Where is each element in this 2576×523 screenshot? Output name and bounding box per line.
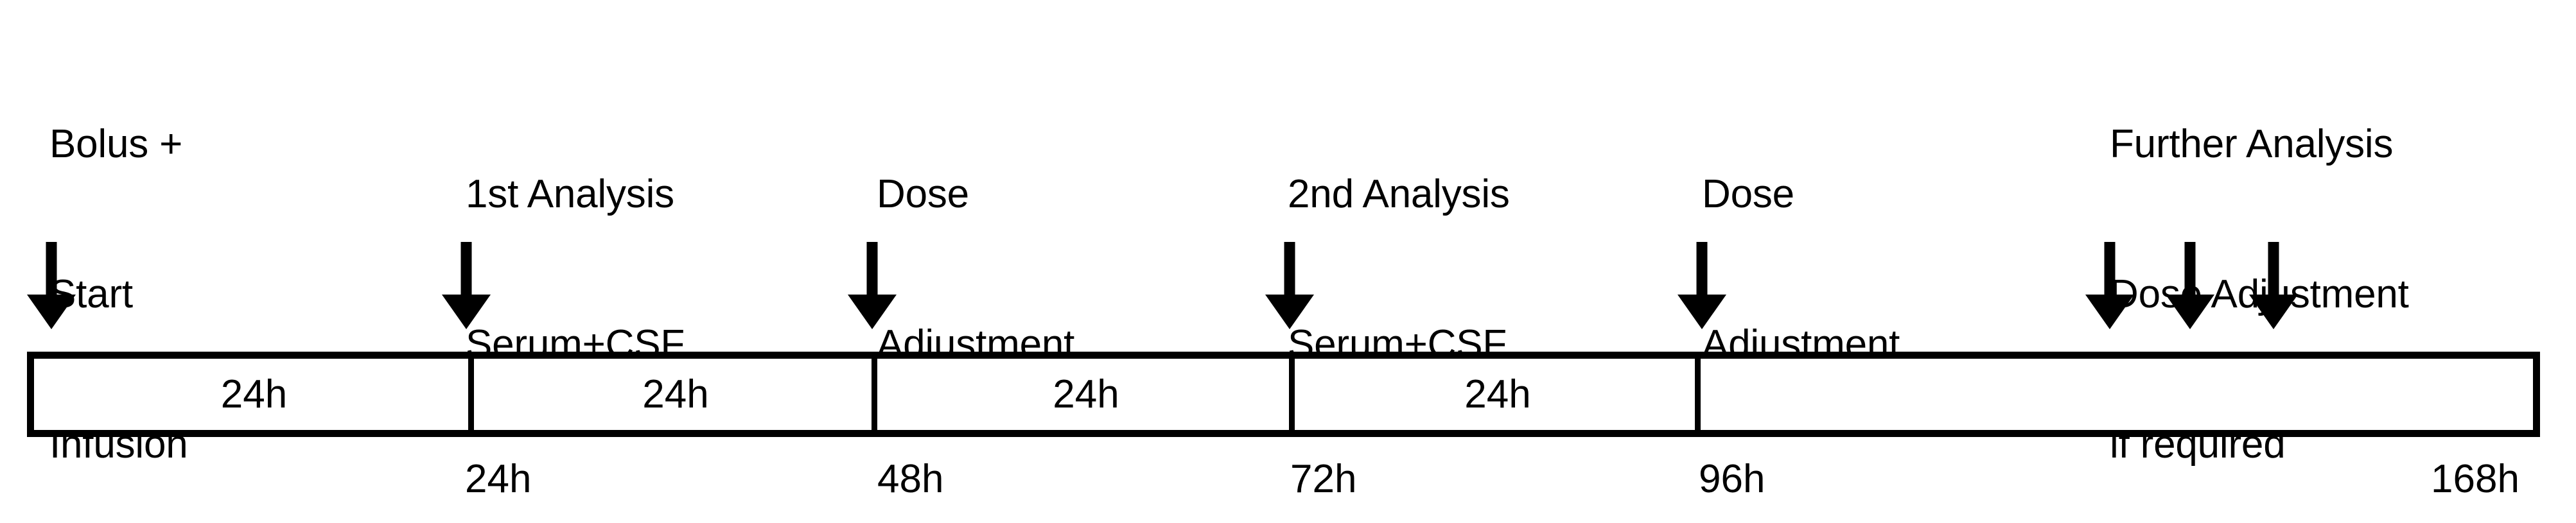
down-arrow-icon-first-analysis: [442, 242, 491, 329]
arrow-shaft: [866, 242, 878, 295]
down-arrow-icon-dose-adjust-1: [848, 242, 897, 329]
down-arrow-icon-second-analysis: [1265, 242, 1314, 329]
arrow-shaft: [2104, 242, 2116, 295]
arrow-head: [1265, 295, 1314, 329]
segment-duration-label: 24h: [220, 372, 288, 416]
down-arrow-icon-further-2: [2166, 242, 2214, 329]
timeline-bar: 24h 24h 24h 24h: [27, 352, 2540, 437]
arrow-shaft: [1696, 242, 1708, 295]
event-label-line: Bolus +: [49, 122, 183, 166]
timeline-segment: [1701, 359, 2547, 430]
segment-divider: [468, 359, 474, 430]
arrow-shaft: [2184, 242, 2196, 295]
timeline-segment: 24h: [877, 359, 1295, 430]
event-label-line: Dose: [877, 172, 969, 216]
down-arrow-icon-dose-adjust-2: [1678, 242, 1726, 329]
arrow-head: [848, 295, 897, 329]
tick-label-24h: 24h: [465, 457, 532, 501]
arrow-head: [2166, 295, 2214, 329]
tick-label-96h: 96h: [1699, 457, 1766, 501]
arrow-shaft: [2268, 242, 2279, 295]
arrow-head: [2249, 295, 2298, 329]
arrow-shaft: [460, 242, 472, 295]
segment-duration-label: 24h: [1464, 372, 1531, 416]
timeline-segment: 24h: [474, 359, 877, 430]
tick-label-48h: 48h: [877, 457, 944, 501]
tick-label-168h: 168h: [2431, 457, 2519, 501]
arrow-head: [2085, 295, 2134, 329]
arrow-head: [1678, 295, 1726, 329]
event-label-line: Further Analysis: [2110, 122, 2394, 166]
tick-label-72h: 72h: [1290, 457, 1357, 501]
down-arrow-icon-further-1: [2085, 242, 2134, 329]
arrow-shaft: [1284, 242, 1295, 295]
timeline-segment: 24h: [34, 359, 474, 430]
segment-divider: [1289, 359, 1295, 430]
segment-divider: [872, 359, 877, 430]
event-label-line: 1st Analysis: [466, 172, 674, 216]
segment-duration-label: 24h: [642, 372, 709, 416]
segment-divider: [1695, 359, 1701, 430]
timeline-segment: 24h: [1295, 359, 1701, 430]
event-label-first-analysis: 1st Analysis Serum+CSF: [466, 69, 685, 470]
arrow-head: [27, 295, 76, 329]
down-arrow-icon-further-3: [2249, 242, 2298, 329]
segment-duration-label: 24h: [1053, 372, 1119, 416]
arrow-shaft: [46, 242, 57, 295]
event-label-line: Dose: [1702, 172, 1794, 216]
down-arrow-icon-bolus: [27, 242, 76, 329]
event-label-line: 2nd Analysis: [1288, 172, 1510, 216]
arrow-head: [442, 295, 491, 329]
